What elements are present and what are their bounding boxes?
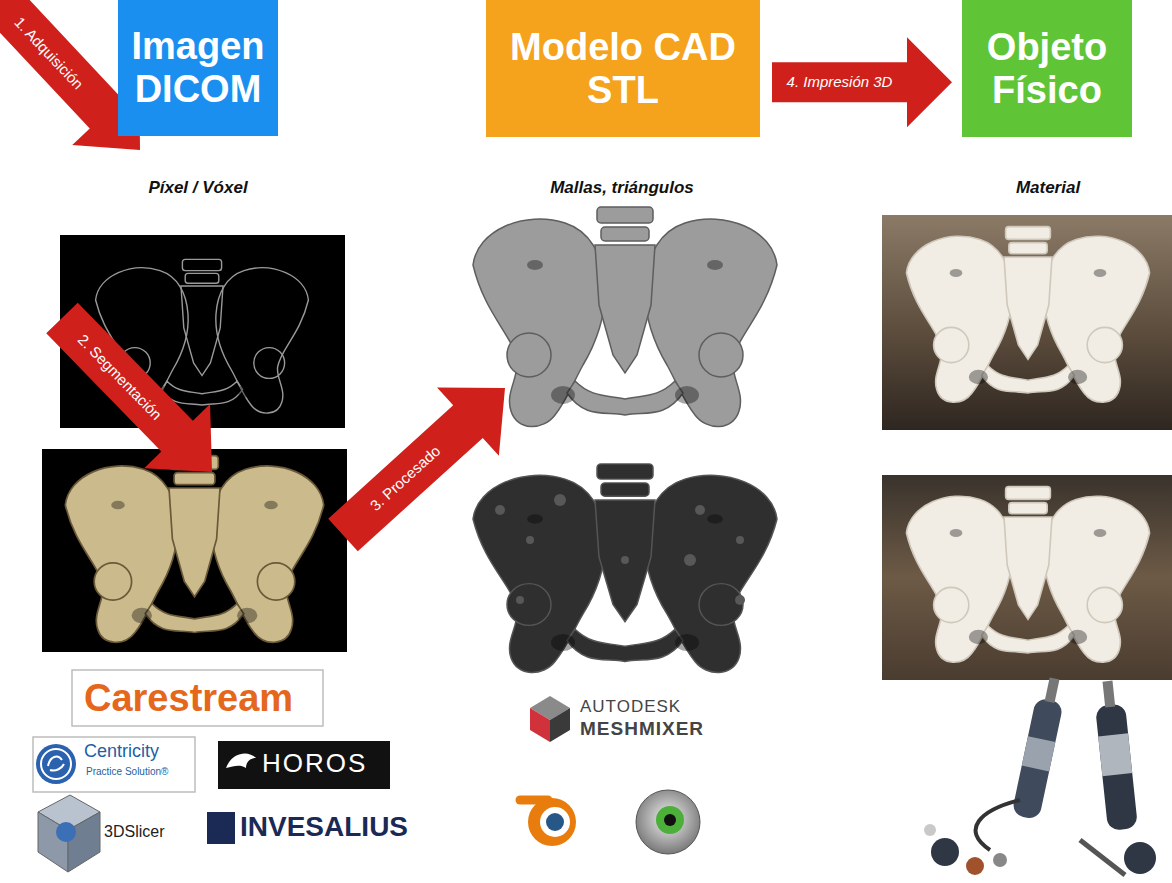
logo-frame — [218, 741, 390, 789]
logo-text: Practice Solution® — [86, 766, 168, 778]
step-label: 1. Adquisición — [11, 13, 87, 92]
photo — [882, 215, 1172, 430]
slicer-icon — [38, 795, 100, 872]
logo-frame — [72, 670, 323, 726]
ge-logo — [41, 749, 71, 779]
block-arrow — [772, 37, 952, 127]
mesh-spots — [495, 494, 745, 605]
printed-pelvis — [906, 227, 1149, 403]
pelvis-mesh — [473, 207, 777, 427]
source-box: Imagen DICOM — [118, 0, 278, 136]
box-title: Objeto Físico — [968, 26, 1126, 111]
ge-logo — [48, 757, 64, 771]
eye-icon — [636, 790, 700, 854]
logo-text: MESHMIXER — [580, 718, 704, 740]
output-box: Objeto Físico — [962, 0, 1132, 137]
step-label: 3. Procesado — [367, 442, 444, 514]
step-label: 2. Segmentación — [74, 331, 165, 424]
box-title: Modelo CAD STL — [492, 26, 754, 111]
column-subtitle: Material — [1016, 178, 1080, 198]
dicom-render — [42, 449, 347, 652]
pelvis-mesh-dark — [473, 464, 777, 673]
logo-text: HOROS — [262, 749, 367, 779]
pelvis-render — [65, 456, 323, 643]
column-subtitle: Píxel / Vóxel — [148, 178, 247, 198]
logo-text: INVESALIUS — [240, 811, 408, 843]
column-subtitle: Mallas, triángulos — [550, 178, 694, 198]
photo — [882, 475, 1172, 680]
box-title: Imagen DICOM — [124, 25, 272, 110]
step-arrow — [46, 303, 212, 472]
blender-icon — [520, 798, 576, 846]
rotary-tools — [924, 676, 1156, 875]
logo-text: Carestream — [84, 677, 293, 721]
model-box: Modelo CAD STL — [486, 0, 760, 137]
connectors — [772, 37, 952, 127]
logo-frame — [33, 737, 195, 792]
edge-label: 4. Impresión 3D — [787, 74, 893, 91]
logo-text: Centricity — [84, 741, 159, 762]
step-arrow — [328, 388, 505, 552]
logo-text: 3DSlicer — [104, 823, 164, 841]
horos-bird — [226, 753, 256, 768]
ge-logo — [36, 744, 76, 784]
printed-pelvis — [906, 487, 1149, 663]
step-arrows — [0, 0, 505, 551]
invesalius-icon — [207, 812, 235, 844]
logo-text: AUTODESK — [580, 697, 681, 717]
autodesk-icon — [530, 696, 570, 742]
